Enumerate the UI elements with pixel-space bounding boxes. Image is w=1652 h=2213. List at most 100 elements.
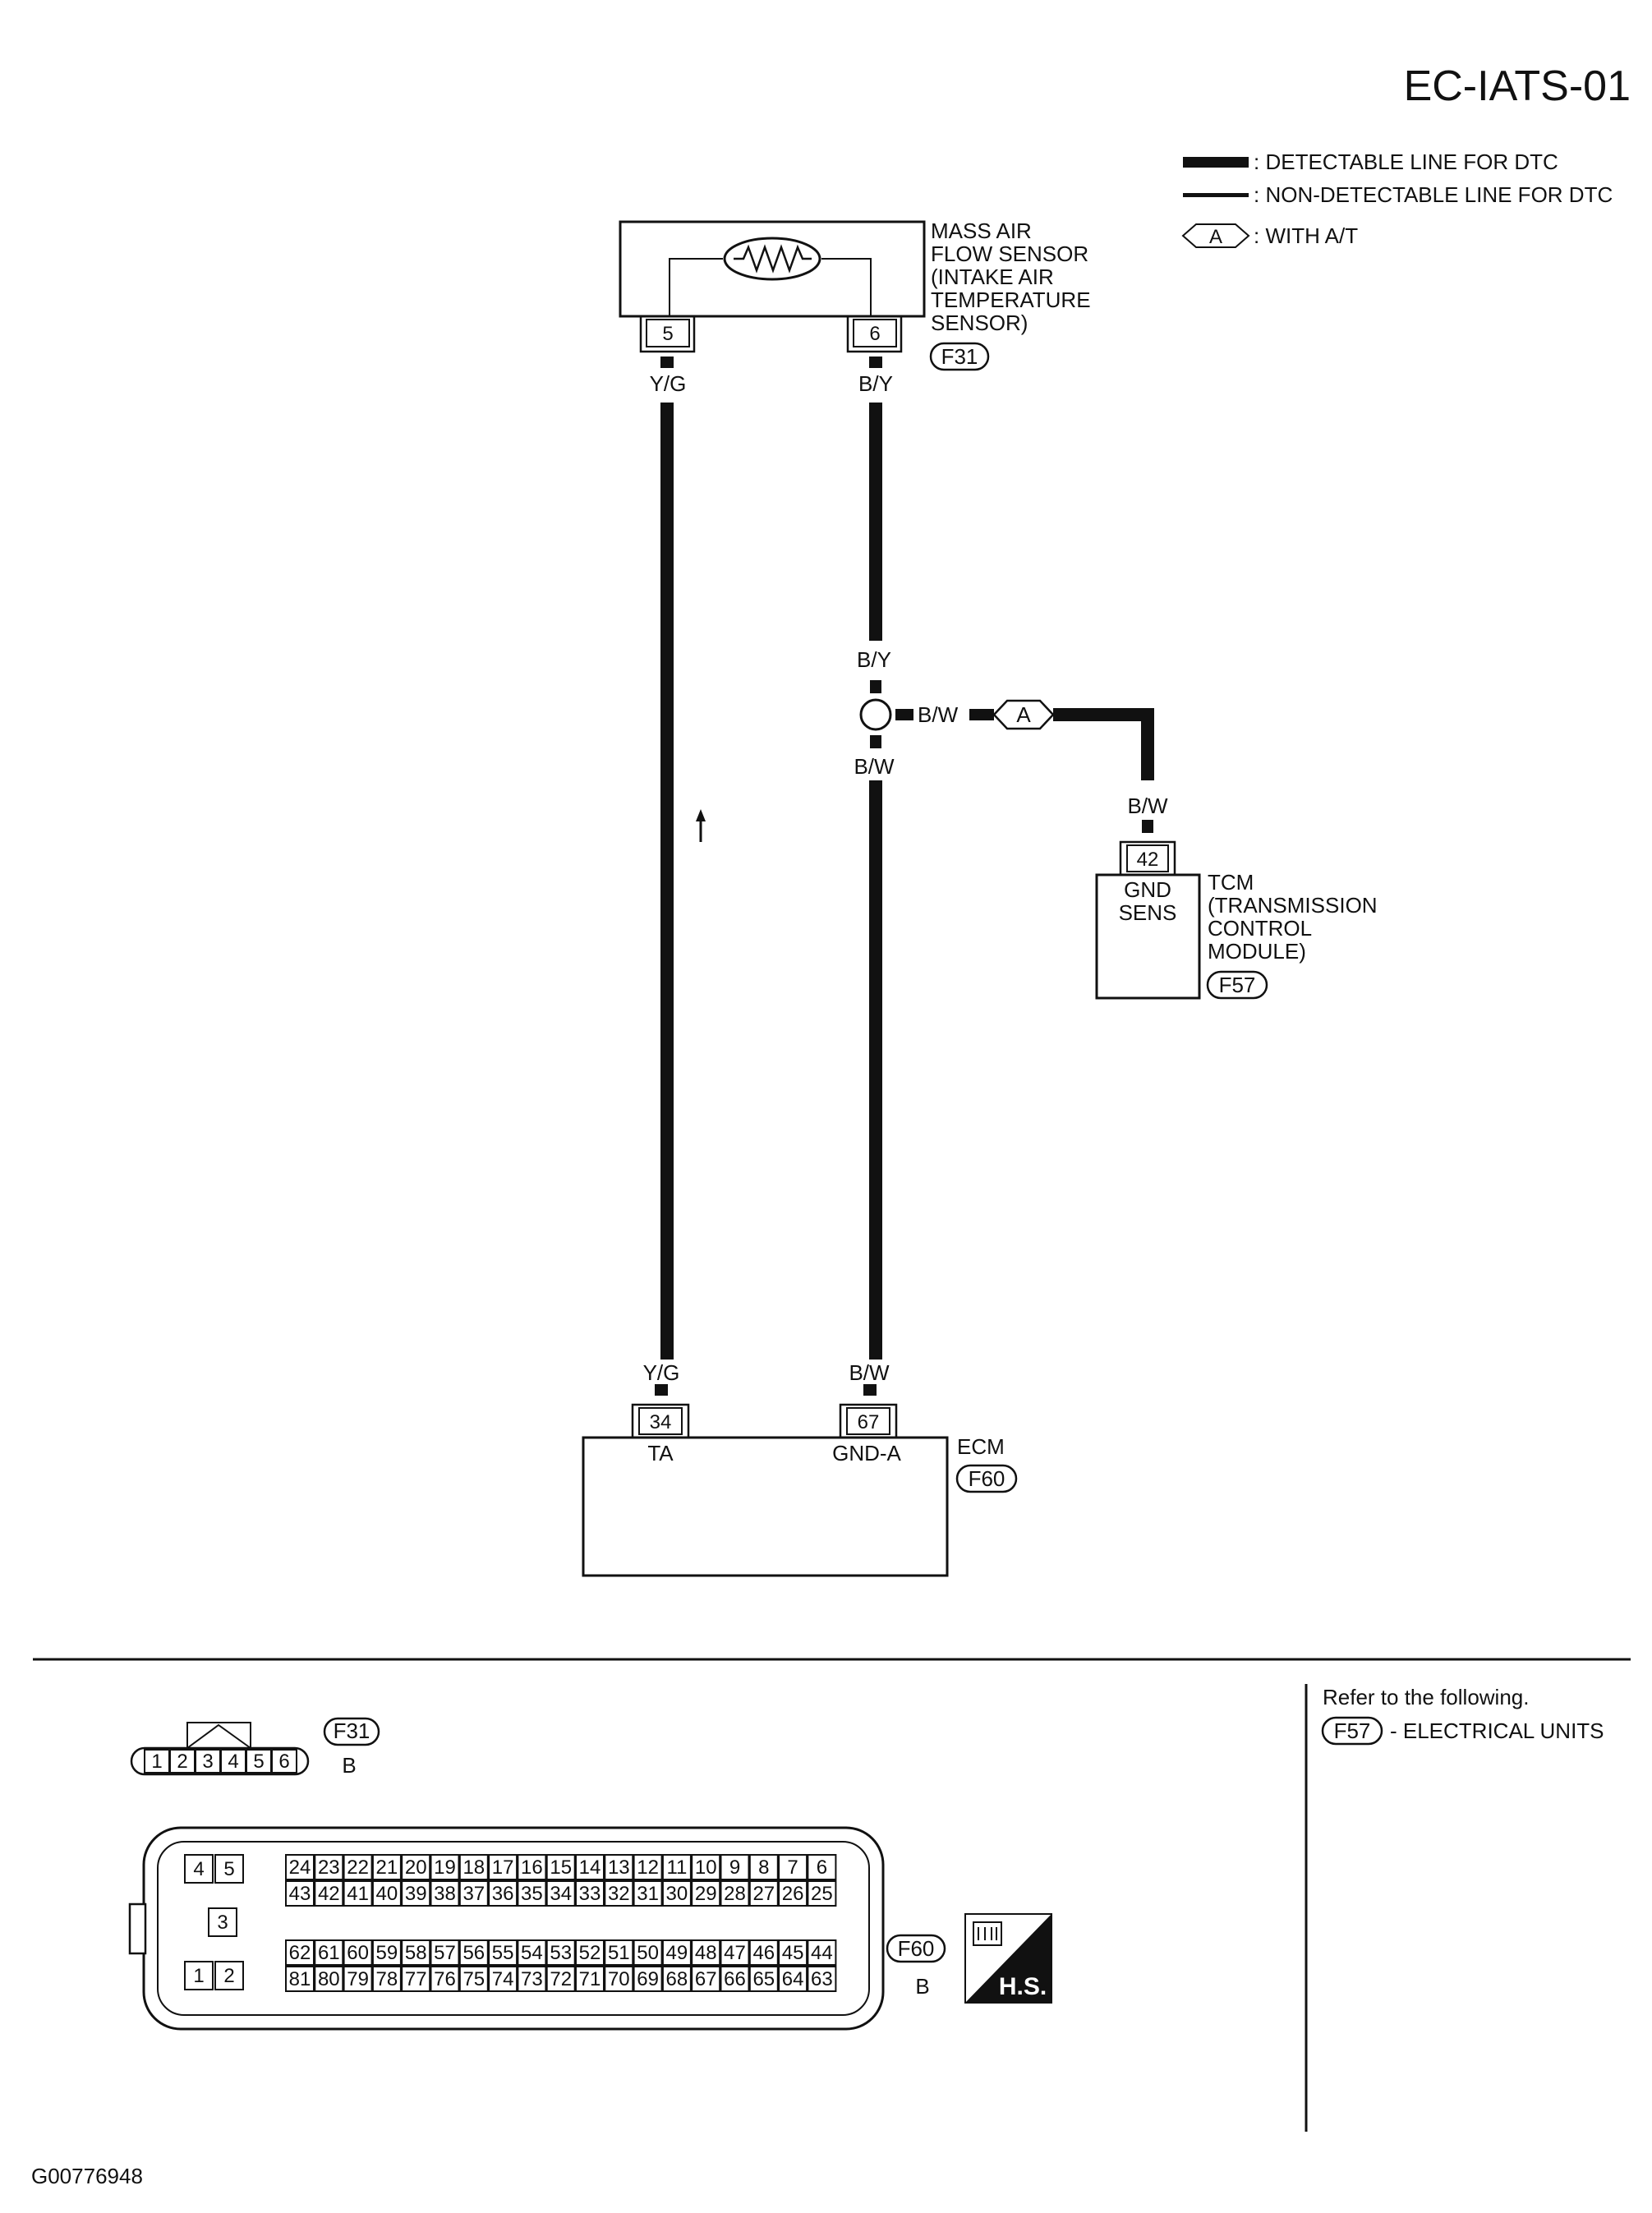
f31-code: F31 (334, 1718, 370, 1743)
f60-pin-48-box (691, 1939, 721, 1966)
f60-pin-58-box (401, 1939, 431, 1966)
f60-code: F60 (898, 1936, 935, 1961)
f60-pin-19: 19 (434, 1856, 456, 1879)
maf-label-3: (INTAKE AIR (931, 265, 1054, 289)
f60-pin-24-box (285, 1854, 315, 1880)
by-lower-stub (870, 680, 881, 693)
f60-pin-27: 27 (752, 1883, 775, 1905)
hs-connector-pins-icon (978, 1927, 997, 1940)
f60-pin-46: 46 (752, 1942, 775, 1964)
f60-pin-52-box (575, 1939, 605, 1966)
legend-detectable-text: : DETECTABLE LINE FOR DTC (1254, 150, 1558, 174)
tcm-label-2: (TRANSMISSION (1208, 893, 1378, 918)
f60-pin-4: 4 (193, 1858, 204, 1880)
f60-pin-35: 35 (521, 1883, 543, 1905)
f60-pin-1: 1 (193, 1965, 204, 1987)
maf-label-1: MASS AIR (931, 219, 1032, 243)
f31-pin-4: 4 (228, 1751, 238, 1773)
f60-pin-18: 18 (462, 1856, 485, 1879)
f60-pin-57: 57 (434, 1942, 456, 1964)
f60-pin-67-box (691, 1966, 721, 1992)
bw-branch-wire-2 (1053, 708, 1154, 780)
f60-code-badge (886, 1934, 946, 1963)
f60-pin-33: 33 (579, 1883, 601, 1905)
f60-pin-5-box (214, 1854, 244, 1884)
bw-tcm-label: B/W (1127, 794, 1168, 818)
f60-pin-6: 6 (817, 1856, 827, 1879)
f31-pin-6: 6 (278, 1751, 289, 1773)
pin-box-5 (646, 319, 690, 347)
f60-pin-42-box (314, 1880, 344, 1907)
f60-pin-56-box (458, 1939, 489, 1966)
f60-pin-30: 30 (666, 1883, 688, 1905)
f60-pin-16: 16 (521, 1856, 543, 1879)
maf-connector-code: F31 (941, 344, 978, 369)
f31-pin-6-box (271, 1749, 297, 1774)
f60-pin-74-box (488, 1966, 518, 1992)
f60-pin-80: 80 (318, 1968, 340, 1990)
f60-pin-61: 61 (318, 1942, 340, 1964)
f60-pin-38: 38 (434, 1883, 456, 1905)
f31-latch-icon (186, 1722, 251, 1749)
f60-pin-65-box (748, 1966, 779, 1992)
non-detectable-line-swatch (1183, 193, 1249, 197)
reference-block: Refer to the following. F57 - ELECTRICAL… (1321, 1685, 1604, 1746)
f60-pin-69: 69 (637, 1968, 659, 1990)
tcm-box (1095, 873, 1201, 1000)
f60-pin-52: 52 (579, 1942, 601, 1964)
f60-pin-2: 2 (223, 1965, 234, 1987)
f60-pin-73-box (517, 1966, 547, 1992)
f60-pin-8: 8 (758, 1856, 769, 1879)
f60-pin-55: 55 (492, 1942, 514, 1964)
f60-pin-30-box (661, 1880, 692, 1907)
page-title: EC-IATS-01 (1404, 62, 1631, 110)
f60-pin-77-box (401, 1966, 431, 1992)
ecm-label: ECM (957, 1434, 1005, 1459)
bw-wire (869, 780, 882, 1360)
f60-inner-shell (157, 1841, 870, 2016)
f60-pin-79: 79 (347, 1968, 369, 1990)
f60-pin-31: 31 (637, 1883, 659, 1905)
bw-branch-stub (895, 709, 913, 720)
f60-pin-51: 51 (608, 1942, 630, 1964)
f60-pin-39: 39 (405, 1883, 427, 1905)
f31-pin-1-box (144, 1749, 170, 1774)
f60-pin-49-box (661, 1939, 692, 1966)
bw-branch-wire-1 (969, 709, 994, 720)
yg-wire (660, 403, 674, 1360)
f60-pin-23-box (314, 1854, 344, 1880)
bw-below-junction-label: B/W (854, 754, 895, 779)
f60-pin-25: 25 (811, 1883, 833, 1905)
hs-badge-triangle (965, 1914, 1051, 2003)
f60-pin-10: 10 (695, 1856, 717, 1879)
f60-pin-41: 41 (347, 1883, 369, 1905)
legend-non-detectable-text: : NON-DETECTABLE LINE FOR DTC (1254, 182, 1613, 207)
f60-pin-53: 53 (550, 1942, 572, 1964)
bw-branch-label: B/W (918, 702, 959, 727)
f60-pin-56: 56 (462, 1942, 485, 1964)
hs-badge-text: H.S. (999, 1973, 1047, 2000)
f60-pin-47: 47 (724, 1942, 746, 1964)
maf-pin-6: 6 (869, 323, 880, 345)
f31-code-badge (323, 1717, 380, 1746)
f60-pin-78-box (371, 1966, 402, 1992)
ecm-pin-67: 67 (858, 1411, 880, 1433)
f60-pin-34-box (545, 1880, 576, 1907)
hs-badge: H.S. (964, 1913, 1052, 2004)
reference-code-badge (1321, 1716, 1383, 1746)
f31-pin-1: 1 (151, 1751, 162, 1773)
f60-pin-78: 78 (376, 1968, 398, 1990)
f60-pin-43: 43 (289, 1883, 311, 1905)
f60-pin-59: 59 (376, 1942, 398, 1964)
yg-top-label: Y/G (650, 371, 687, 396)
bw-junction-stub (870, 735, 881, 748)
f60-pin-36-box (488, 1880, 518, 1907)
by-top-stub (869, 357, 882, 368)
f60-pin-55-box (488, 1939, 518, 1966)
reference-text: - ELECTRICAL UNITS (1390, 1718, 1604, 1743)
ecm-terminal-ta: TA (647, 1441, 674, 1465)
f60-pin-32: 32 (608, 1883, 630, 1905)
